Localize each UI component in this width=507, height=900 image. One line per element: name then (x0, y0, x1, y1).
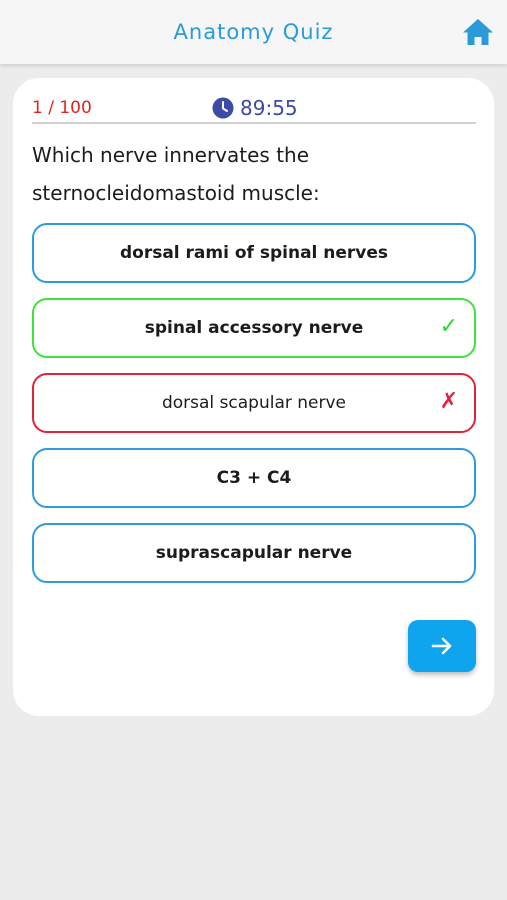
answer-option-label: suprascapular nerve (155, 543, 353, 563)
quiz-card: 1 / 100 89:55 Which nerve innervates the… (13, 78, 494, 716)
question-counter: 1 / 100 (32, 98, 92, 118)
arrow-right-icon (431, 637, 452, 655)
answer-option-3[interactable]: dorsal scapular nerve ✗ (32, 373, 476, 433)
question-text: Which nerve innervates the sternocleidom… (32, 143, 320, 205)
app-header: Anatomy Quiz (0, 0, 507, 64)
cross-icon: ✗ (439, 389, 458, 414)
answer-option-4[interactable]: C3 + C4 (32, 448, 476, 508)
next-button[interactable] (408, 620, 476, 672)
answer-option-label: dorsal rami of spinal nerves (119, 243, 389, 263)
answer-option-1[interactable]: dorsal rami of spinal nerves (32, 223, 476, 283)
check-icon: ✓ (439, 314, 458, 339)
answer-option-label: dorsal scapular nerve (161, 393, 347, 413)
timer: 89:55 (212, 96, 298, 120)
page-title: Anatomy Quiz (173, 20, 334, 44)
clock-icon (212, 97, 234, 119)
quiz-status-bar: 1 / 100 89:55 (32, 96, 476, 124)
answer-option-2[interactable]: spinal accessory nerve ✓ (32, 298, 476, 358)
answer-option-5[interactable]: suprascapular nerve (32, 523, 476, 583)
answer-option-label: C3 + C4 (216, 468, 292, 488)
answer-option-label: spinal accessory nerve (144, 318, 364, 338)
timer-value: 89:55 (240, 96, 298, 120)
home-icon[interactable] (461, 17, 495, 47)
